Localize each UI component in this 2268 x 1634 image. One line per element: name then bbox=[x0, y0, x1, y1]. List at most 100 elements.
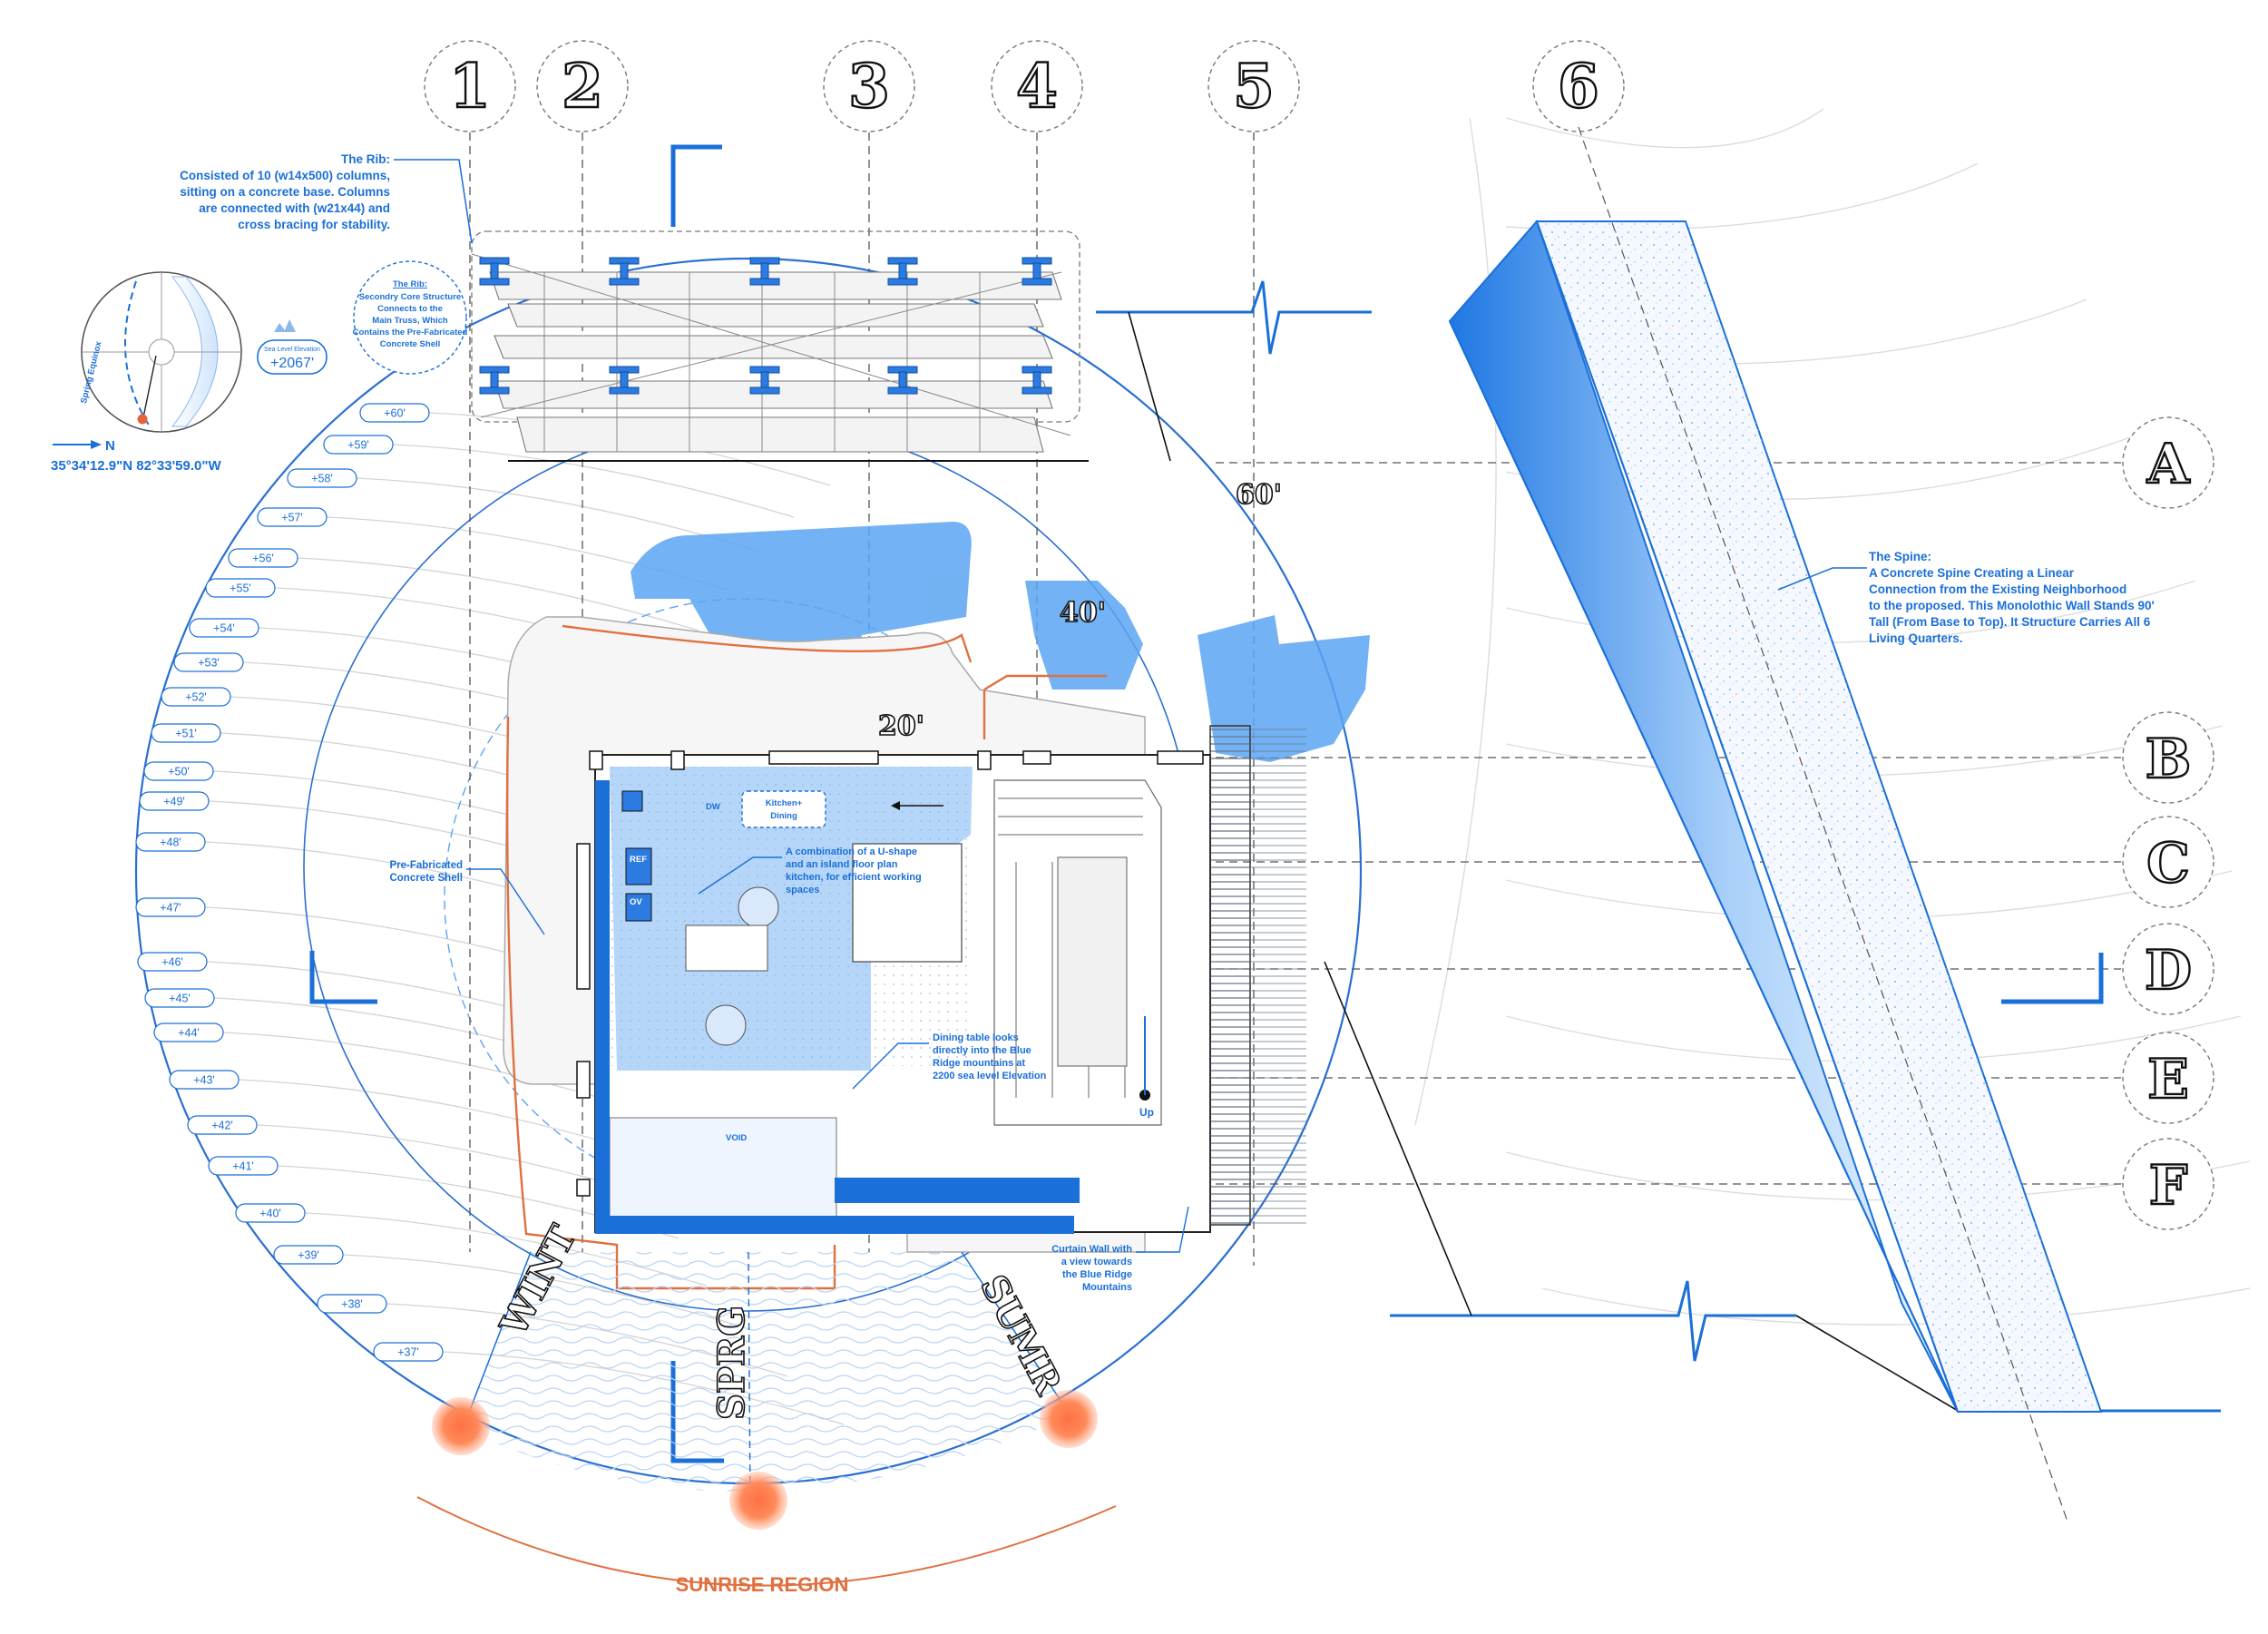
elevation-pill bbox=[228, 548, 298, 568]
rib-line-1: Consisted of 10 (w14x500) columns, bbox=[180, 169, 390, 182]
dimension-labels: 20' 40' 60' bbox=[877, 478, 1283, 743]
rib-structure bbox=[471, 230, 1089, 462]
grid-column-label: 6 bbox=[1558, 51, 1599, 122]
grid-column-bubble bbox=[424, 40, 516, 132]
void-label: VOID bbox=[726, 1133, 747, 1143]
elevation-label: +44' bbox=[178, 1027, 200, 1040]
elevation-pill bbox=[373, 1342, 444, 1362]
dimension-60ft: 60' bbox=[1236, 479, 1282, 511]
elevation-label: +59' bbox=[347, 439, 369, 452]
grid-column-label: 5 bbox=[1233, 51, 1275, 122]
grid-row-bubble bbox=[2122, 816, 2214, 908]
elevation-pill bbox=[317, 1294, 387, 1314]
dining-note-line-3: Ridge mountains at bbox=[933, 1058, 1025, 1069]
dining-note-line-2: directly into the Blue bbox=[933, 1045, 1031, 1056]
elevation-pill bbox=[151, 723, 221, 743]
rib-line-4: cross bracing for stability. bbox=[238, 218, 390, 231]
spine-line-5: Living Quarters. bbox=[1869, 631, 1963, 645]
dimension-40ft: 40' bbox=[1060, 597, 1106, 629]
sea-level-caption: Sea Level Elevation bbox=[264, 347, 320, 353]
up-label: Up bbox=[1139, 1106, 1154, 1119]
kitchen-tag-line-2: Dining bbox=[770, 811, 797, 821]
elevation-contour bbox=[222, 1032, 625, 1106]
i-beam-column bbox=[887, 366, 918, 395]
curtain-note-line-4: Mountains bbox=[1082, 1282, 1132, 1293]
elevation-pill bbox=[135, 897, 206, 917]
elevation-pill bbox=[359, 403, 430, 423]
elevation-label: +40' bbox=[259, 1208, 281, 1220]
spine-line-1: A Concrete Spine Creating a Linear bbox=[1869, 566, 2075, 580]
grid-column-label: 2 bbox=[562, 51, 603, 122]
elevation-contour bbox=[297, 557, 699, 631]
north-label: N bbox=[105, 438, 115, 454]
rib-line-3: are connected with (w21x44) and bbox=[199, 201, 390, 215]
spine-title: The Spine: bbox=[1869, 550, 1931, 563]
elevation-pill bbox=[187, 1115, 258, 1135]
spine-line-4: Tall (From Base to Top). It Structure Ca… bbox=[1869, 615, 2151, 629]
kitchen-note-line-2: and an island floor plan bbox=[786, 859, 898, 870]
grid-column-bubble bbox=[536, 40, 629, 132]
elevation-pill bbox=[189, 618, 259, 638]
rib-detail-callout: The Rib: Secondry Core Structure Connect… bbox=[353, 260, 468, 375]
sea-level-value: +2067' bbox=[270, 356, 314, 371]
shell-annotation: Pre-Fabricated Concrete Shell bbox=[389, 860, 545, 935]
dining-annotation: Dining table looks directly into the Blu… bbox=[852, 1032, 1047, 1090]
grid-column-bubble bbox=[1532, 40, 1625, 132]
grid-row-label: F bbox=[2149, 1154, 2188, 1218]
spine-line-3: to the proposed. This Monolothic Wall St… bbox=[1869, 599, 2155, 612]
rib-line-2: sitting on a concrete base. Columns bbox=[180, 185, 390, 199]
concrete-spine bbox=[1448, 126, 2103, 1525]
season-spring: SPRG bbox=[710, 1306, 753, 1420]
elevation-pill bbox=[173, 652, 244, 672]
elevation-label: +53' bbox=[198, 657, 220, 670]
dimension-20ft: 20' bbox=[878, 710, 924, 742]
elevation-pill bbox=[287, 468, 357, 488]
rib-detail-line-2: Connects to the bbox=[377, 304, 443, 314]
sunrise-wedge: WINT SPRG SUMR SUNRISE REGION bbox=[416, 1218, 1117, 1596]
elevation-label: +38' bbox=[341, 1298, 363, 1311]
i-beam-column bbox=[1022, 366, 1052, 395]
elevation-pill bbox=[137, 952, 208, 972]
grid-row-bubble bbox=[2122, 1032, 2214, 1124]
elevation-pill bbox=[235, 1203, 306, 1223]
spine-edge-lines bbox=[1128, 311, 1960, 1413]
elevation-label: +57' bbox=[281, 512, 303, 524]
elevation-label: +54' bbox=[213, 622, 235, 635]
curtain-note-line-3: the Blue Ridge bbox=[1062, 1269, 1132, 1280]
elevation-label: +58' bbox=[311, 473, 333, 485]
grid-column-label: 4 bbox=[1016, 51, 1058, 122]
shell-line-1: Pre-Fabricated bbox=[389, 860, 463, 871]
grid-row-label: C bbox=[2146, 832, 2190, 895]
grid-row-label: D bbox=[2145, 939, 2192, 1003]
grid-column-bubble bbox=[991, 40, 1083, 132]
i-beam-column bbox=[609, 366, 640, 395]
rib-detail-line-4: Contains the Pre-Fabricated bbox=[353, 328, 468, 338]
elevation-label: +46' bbox=[161, 956, 183, 969]
elevation-pill bbox=[273, 1245, 344, 1265]
grid-row-bubble bbox=[2122, 711, 2214, 804]
elevation-label: +48' bbox=[160, 837, 181, 849]
rib-annotation: The Rib: Consisted of 10 (w14x500) colum… bbox=[180, 152, 473, 244]
elevation-labels: +60' +59' +58' +57' +56' +55' +54' +53' +52' +51'… bbox=[135, 403, 444, 1362]
kitchen-tag-line-1: Kitchen+ bbox=[766, 798, 803, 808]
i-beam-column bbox=[609, 257, 640, 286]
elevation-pill bbox=[323, 435, 394, 455]
ref-label: REF bbox=[630, 855, 647, 865]
elevation-contour bbox=[392, 444, 795, 518]
i-beam-column bbox=[479, 366, 510, 395]
elevation-label: +56' bbox=[252, 553, 274, 565]
spine-line-2: Connection from the Existing Neighborhoo… bbox=[1869, 582, 2126, 596]
i-beam-column bbox=[749, 366, 780, 395]
shell-line-2: Concrete Shell bbox=[389, 873, 463, 884]
floor-plan: DW REF OV VOID Up bbox=[503, 616, 1306, 1290]
elevation-label: +60' bbox=[384, 407, 406, 420]
elevation-pill bbox=[205, 578, 276, 598]
i-beam-column bbox=[479, 257, 510, 286]
elevation-label: +51' bbox=[175, 728, 197, 740]
i-beam-column bbox=[887, 257, 918, 286]
elevation-label: +52' bbox=[185, 691, 207, 704]
grid-row-label: A bbox=[2146, 433, 2191, 496]
elevation-label: +55' bbox=[230, 582, 251, 595]
